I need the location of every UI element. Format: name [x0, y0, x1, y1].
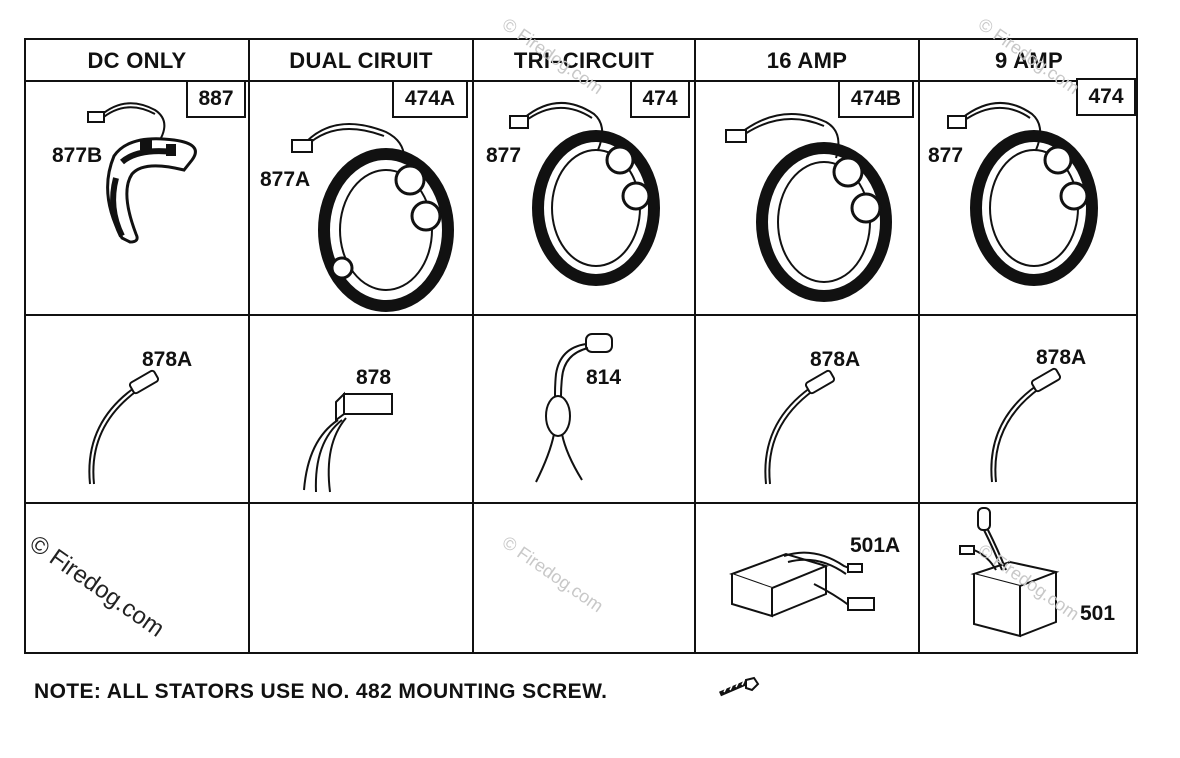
- column-divider: [248, 40, 250, 652]
- stator-part-number: 474: [1076, 78, 1136, 116]
- wire-lead-icon: [764, 369, 836, 485]
- stator-ring-icon: [291, 123, 454, 312]
- stator-ring-icon: [725, 113, 892, 302]
- stator-label: 877A: [260, 168, 311, 191]
- wire-lead-icon: [88, 369, 160, 485]
- column-header: TRI–CIRCUIT: [513, 48, 655, 73]
- row-divider: [26, 314, 1136, 316]
- column-header: DUAL CIRUIT: [289, 48, 433, 73]
- lead-label: 814: [586, 366, 622, 389]
- rectifier-label: 501A: [850, 534, 901, 557]
- lead-label: 878A: [1036, 346, 1087, 369]
- stator-ring-icon: [947, 102, 1098, 286]
- lead-label: 878: [356, 366, 392, 389]
- rectifier-regulator-icon: [959, 507, 1060, 638]
- stator-ring-icon: [87, 102, 197, 244]
- rectifier-label: 501: [1080, 602, 1116, 625]
- rectifier-regulator-icon: [729, 551, 875, 618]
- stator-label: 877: [486, 144, 522, 167]
- stator-part-number: 474B: [838, 80, 914, 118]
- stator-part-number: 887: [186, 80, 246, 118]
- column-divider: [694, 40, 696, 652]
- column-divider: [472, 40, 474, 652]
- stator-part-number: 474A: [392, 80, 468, 118]
- stator-label: 877: [928, 144, 964, 167]
- row-divider: [26, 80, 1136, 82]
- connector-lead-icon: [303, 391, 393, 493]
- row-divider: [26, 502, 1136, 504]
- mounting-screw-icon: [719, 676, 760, 697]
- lead-label: 878A: [810, 348, 861, 371]
- wire-lead-icon: [990, 367, 1062, 483]
- stator-ring-icon: [509, 102, 660, 286]
- stator-label: 877B: [52, 144, 103, 167]
- diode-lead-icon: [535, 333, 613, 483]
- column-header: DC ONLY: [87, 48, 187, 73]
- parts-grid: DC ONLY DUAL CIRUIT TRI–CIRCUIT 16 AMP 9…: [24, 38, 1138, 654]
- footer-note: NOTE: ALL STATORS USE NO. 482 MOUNTING S…: [34, 680, 608, 703]
- stator-part-number: 474: [630, 80, 690, 118]
- column-header: 16 AMP: [766, 48, 848, 73]
- column-header: 9 AMP: [995, 48, 1063, 73]
- lead-label: 878A: [142, 348, 193, 371]
- column-divider: [918, 40, 920, 652]
